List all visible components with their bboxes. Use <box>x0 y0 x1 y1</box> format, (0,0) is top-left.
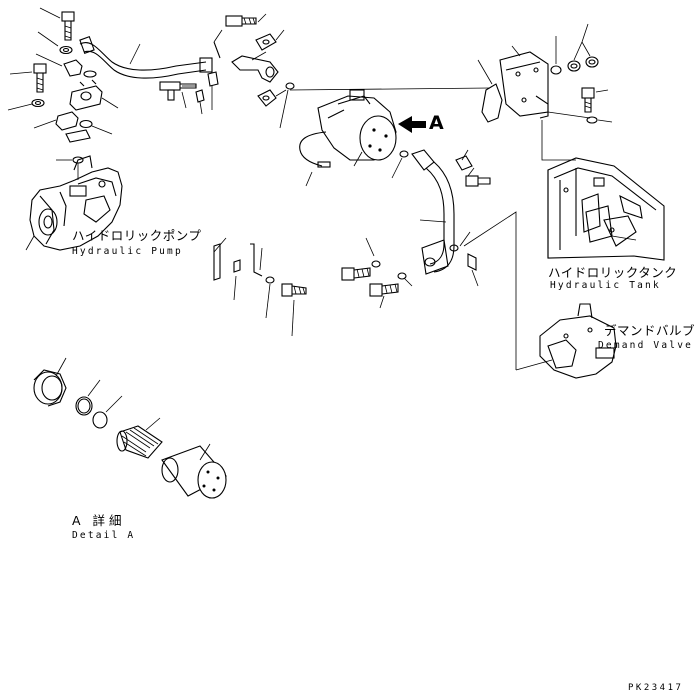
drawing-code: PK23417 <box>628 683 684 693</box>
valve-label-jp: デマンドバルブ <box>604 323 696 338</box>
upper-fittings <box>225 13 295 129</box>
mounting-bolts <box>341 237 413 309</box>
hydraulic-pump <box>25 155 123 251</box>
hydraulic-tank <box>477 23 665 261</box>
detail-label-jp: A 詳細 <box>72 513 126 528</box>
detail-label-en: Detail A <box>72 530 136 541</box>
view-a-label: A <box>429 112 444 134</box>
tank-label-en: Hydraulic Tank <box>550 280 661 291</box>
demand-valve <box>515 303 617 379</box>
valve-label-en: Demand Valve <box>598 340 694 351</box>
bracket-plates <box>213 237 307 337</box>
pump-label-en: Hydraulic Pump <box>72 246 183 257</box>
leader-line <box>289 87 491 91</box>
pump-label-jp: ハイドロリックポンプ <box>72 228 202 243</box>
view-a-arrow <box>398 116 426 133</box>
hydraulic-hose <box>79 29 223 115</box>
pump-fittings <box>7 7 119 180</box>
return-pipe <box>391 149 517 370</box>
tank-label-jp: ハイドロリックタンク <box>548 265 678 280</box>
filter-housing <box>299 89 397 187</box>
detail-a-parts <box>33 357 227 499</box>
